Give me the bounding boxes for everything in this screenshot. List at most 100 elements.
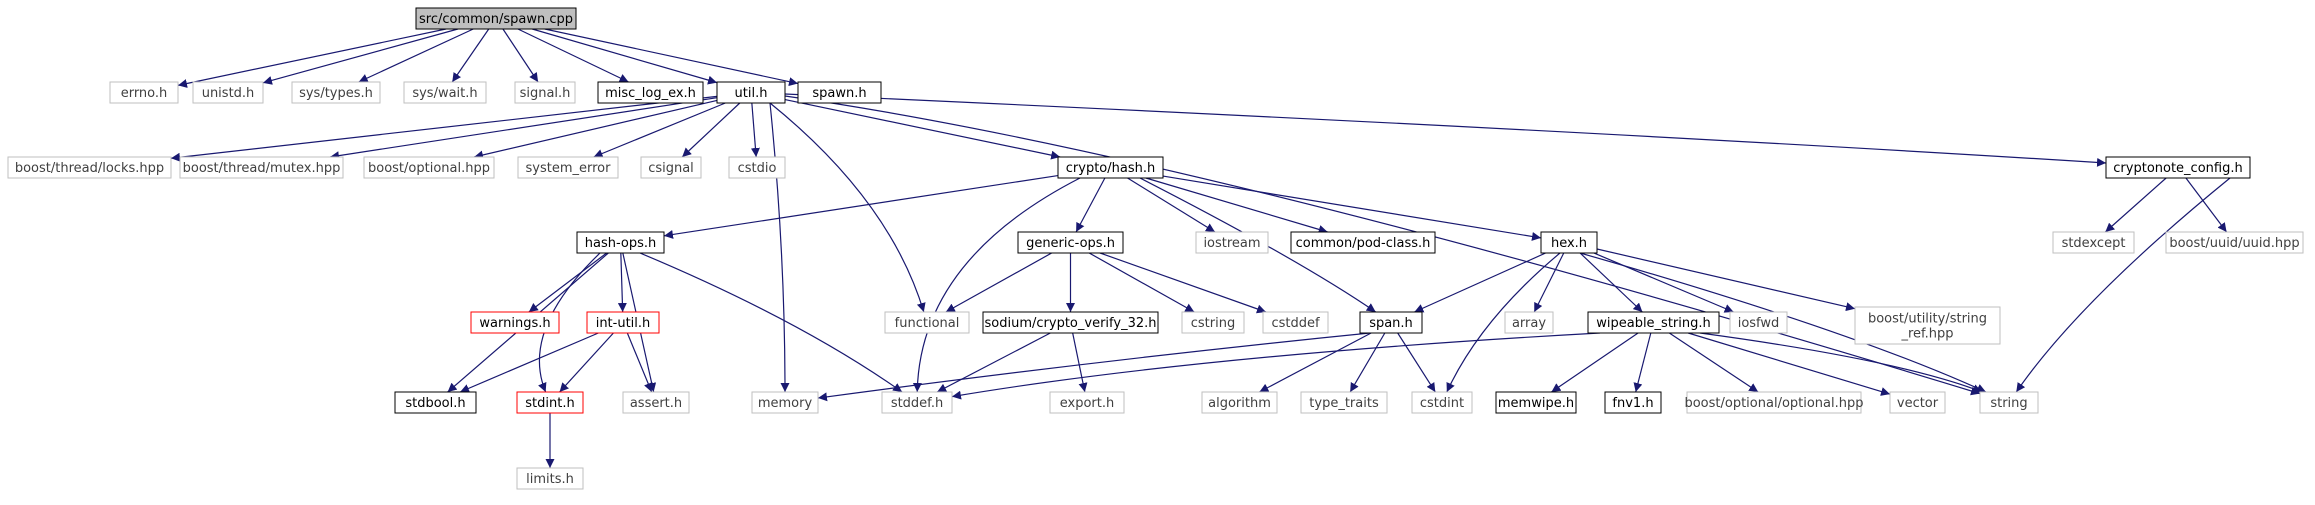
node-box xyxy=(1262,311,1329,334)
edge-crypto_hash_h-to-iostream xyxy=(1127,177,1216,233)
node-box xyxy=(622,391,690,414)
node-boost-optional: boost/optional.hpp xyxy=(363,156,495,179)
node-label: limits.h xyxy=(526,472,574,487)
node-memwipe-h[interactable]: memwipe.h xyxy=(1495,391,1577,414)
node-int-util-h[interactable]: int-util.h xyxy=(586,311,660,334)
node-functional: functional xyxy=(884,311,970,334)
node-signal-h: signal.h xyxy=(514,81,576,104)
edge-crypto_hash_h-to-pod_class_h xyxy=(1145,177,1328,234)
node-boost-thread-locks: boost/thread/locks.hpp xyxy=(7,156,172,179)
node-unistd-h: unistd.h xyxy=(192,81,264,104)
node-stdbool-h[interactable]: stdbool.h xyxy=(394,391,477,414)
node-cstdio: cstdio xyxy=(728,156,786,179)
node-label: fnv1.h xyxy=(1612,396,1653,411)
edge-util_h-to-csignal xyxy=(681,102,741,158)
node-label: common/pod-class.h xyxy=(1296,236,1431,251)
edge-util_h-to-boost_thread_mutex xyxy=(329,97,718,161)
node-box xyxy=(1889,391,1946,414)
node-label: algorithm xyxy=(1208,396,1271,411)
node-wipeable-string-h[interactable]: wipeable_string.h xyxy=(1587,311,1720,334)
node-label: hash-ops.h xyxy=(585,236,657,251)
node-label: string xyxy=(1990,396,2027,411)
edge-util_h-to-cstdio xyxy=(750,102,760,158)
node-label: csignal xyxy=(648,161,694,176)
edge-wipeable_string_h-to-stddef_h xyxy=(951,332,1601,400)
node-label: boost/utility/string xyxy=(1868,312,1987,327)
node-label: util.h xyxy=(735,86,768,101)
node-assert-h: assert.h xyxy=(622,391,690,414)
node-box xyxy=(1979,391,2039,414)
edge-int_util_h-to-stdbool_h xyxy=(459,332,599,393)
node-label: memwipe.h xyxy=(1498,396,1574,411)
node-box xyxy=(884,311,970,334)
node-label: cryptonote_config.h xyxy=(2113,161,2242,176)
node-box xyxy=(1854,306,2001,345)
node-vector: vector xyxy=(1889,391,1946,414)
edge-span_h-to-algorithm xyxy=(1259,332,1372,393)
node-box xyxy=(1195,231,1269,254)
node-system-error: system_error xyxy=(517,156,619,179)
node-label: cstring xyxy=(1191,316,1235,331)
node-sys-wait-h: sys/wait.h xyxy=(403,81,487,104)
edge-wipeable_string_h-to-string xyxy=(1699,332,1983,393)
edge-hash_ops_h-to-warnings_h xyxy=(528,252,608,313)
node-hash-ops-h[interactable]: hash-ops.h xyxy=(576,231,665,254)
node-label: hex.h xyxy=(1551,236,1587,251)
edge-span_h-to-memory xyxy=(817,332,1371,402)
node-box xyxy=(291,81,381,104)
node-util-h[interactable]: util.h xyxy=(716,81,786,104)
node-label: cstdint xyxy=(1420,396,1464,411)
node-box xyxy=(363,156,495,179)
edge-wipeable_string_h-to-vector xyxy=(1687,332,1891,396)
node-label: spawn.h xyxy=(812,86,866,101)
edge-generic_ops_h-to-cstddef xyxy=(1099,252,1267,314)
node-box xyxy=(1300,391,1388,414)
node-box xyxy=(881,391,953,414)
edge-int_util_h-to-assert_h xyxy=(626,332,653,393)
edge-cryptonote_config_h-to-stdexcept xyxy=(2104,177,2167,233)
node-label: functional xyxy=(895,316,960,331)
node-box xyxy=(403,81,487,104)
node-label: cstddef xyxy=(1271,316,1320,331)
node-box xyxy=(640,156,702,179)
node-label: misc_log_ex.h xyxy=(605,86,696,101)
node-box xyxy=(586,311,660,334)
node-label: memory xyxy=(758,396,813,411)
node-label: sodium/crypto_verify_32.h xyxy=(985,316,1157,331)
node-pod-class-h[interactable]: common/pod-class.h xyxy=(1290,231,1436,254)
edge-util_h-to-crypto_hash_h xyxy=(784,99,1061,160)
node-hex-h[interactable]: hex.h xyxy=(1540,231,1598,254)
node-spawn-h[interactable]: spawn.h xyxy=(797,81,882,104)
node-fnv1-h[interactable]: fnv1.h xyxy=(1604,391,1662,414)
node-box xyxy=(597,81,704,104)
node-spawn-cpp[interactable]: src/common/spawn.cpp xyxy=(415,7,577,30)
node-box xyxy=(394,391,477,414)
node-stdint-h[interactable]: stdint.h xyxy=(516,391,584,414)
node-box xyxy=(2105,156,2251,179)
edge-hex_h-to-cstdint xyxy=(1446,252,1561,393)
node-misc-log-ex-h[interactable]: misc_log_ex.h xyxy=(597,81,704,104)
node-label: errno.h xyxy=(121,86,168,101)
edge-hex_h-to-span_h xyxy=(1414,252,1546,313)
node-span-h[interactable]: span.h xyxy=(1359,311,1423,334)
edge-crypto_hash_h-to-stddef_h xyxy=(912,177,1081,393)
edge-spawn_cpp-to-util_h xyxy=(532,28,718,85)
node-label: array xyxy=(1512,316,1546,331)
edge-util_h-to-functional xyxy=(769,102,926,313)
node-label: boost/thread/locks.hpp xyxy=(15,161,164,176)
node-algorithm: algorithm xyxy=(1201,391,1278,414)
node-crypto-hash-h[interactable]: crypto/hash.h xyxy=(1057,156,1164,179)
node-iostream: iostream xyxy=(1195,231,1269,254)
edge-crypto_hash_h-to-hash_ops_h xyxy=(663,174,1059,239)
node-warnings-h[interactable]: warnings.h xyxy=(470,311,560,334)
edge-hex_h-to-wipeable_string_h xyxy=(1579,252,1643,313)
node-label: cstdio xyxy=(738,161,777,176)
node-boost-optional-optional: boost/optional/optional.hpp xyxy=(1684,391,1864,414)
node-sodium-verify[interactable]: sodium/crypto_verify_32.h xyxy=(982,311,1159,334)
node-box xyxy=(1201,391,1278,414)
node-cryptonote-config-h[interactable]: cryptonote_config.h xyxy=(2105,156,2251,179)
node-generic-ops-h[interactable]: generic-ops.h xyxy=(1017,231,1124,254)
edge-util_h-to-boost_thread_locks xyxy=(170,95,718,162)
node-label: src/common/spawn.cpp xyxy=(419,12,573,27)
node-label: assert.h xyxy=(630,396,682,411)
